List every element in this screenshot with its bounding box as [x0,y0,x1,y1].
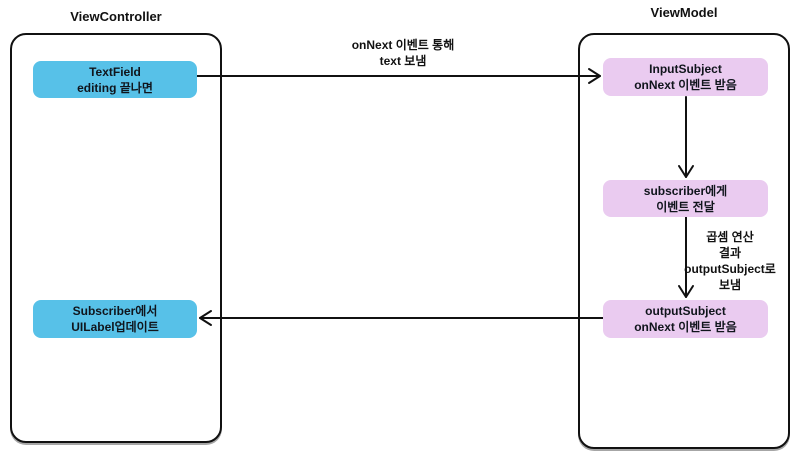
node-output-subject-line2: onNext 이벤트 받음 [634,320,737,334]
edge-label-send-text-line1: onNext 이벤트 통해 [351,38,455,52]
node-textfield-line2: editing 끝나면 [77,80,153,95]
node-subscriber-deliver-line1: subscriber에게 [643,183,728,198]
node-subscriber-deliver: subscriber에게 이벤트 전달 [603,180,768,217]
node-output-subject: outputSubject onNext 이벤트 받음 [603,300,768,338]
node-subscriber-deliver-line2: 이벤트 전달 [656,199,715,214]
edge-label-multiply-result-line4: 보냄 [718,278,742,292]
edge-label-multiply-result-line1: 곱셈 연산 [706,230,754,244]
arrow-outputsubject-to-subscriber-update [199,310,604,326]
node-subscriber-update: Subscriber에서 UILabel업데이트 [33,300,197,338]
edge-label-multiply-result-line3: outputSubject로 [684,262,776,276]
node-subscriber-update-line1: Subscriber에서 [72,304,158,318]
arrow-inputsubject-to-subscriber [678,96,694,178]
arrow-textfield-to-inputsubject [196,68,601,84]
node-output-subject-line1: outputSubject [645,304,726,318]
viewmodel-title: ViewModel [650,5,718,20]
viewcontroller-title: ViewController [70,9,162,24]
edge-label-multiply-result-line2: 결과 [718,246,742,260]
node-subscriber-update-line2: UILabel업데이트 [71,320,159,334]
edge-label-send-text-line2: text 보냄 [379,54,427,68]
node-input-subject-line2: onNext 이벤트 받음 [634,78,737,92]
node-textfield-line1: TextField [89,64,141,79]
arrow-subscriber-to-outputsubject [678,216,694,298]
edge-label-multiply-result: 곱셈 연산 결과 outputSubject로 보냄 [678,229,782,293]
node-input-subject: InputSubject onNext 이벤트 받음 [603,58,768,96]
node-textfield: TextField editing 끝나면 [33,61,197,98]
edge-label-send-text: onNext 이벤트 통해 text 보냄 [303,37,503,69]
viewcontroller-panel [10,33,222,443]
viewmodel-panel [578,33,790,449]
node-input-subject-line1: InputSubject [649,62,722,76]
